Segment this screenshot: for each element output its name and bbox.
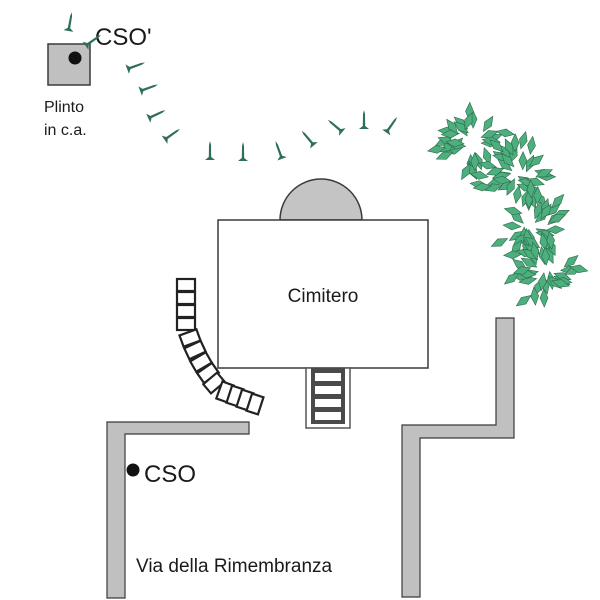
tree-picket bbox=[63, 12, 74, 32]
tree-picket bbox=[161, 128, 181, 144]
cso-prime-point bbox=[68, 51, 82, 65]
apse bbox=[279, 178, 363, 221]
stair-step bbox=[175, 277, 197, 293]
hedge-cluster bbox=[502, 227, 589, 308]
hedge-cluster bbox=[469, 130, 557, 210]
left-wall bbox=[106, 421, 250, 599]
right-wall bbox=[401, 317, 515, 598]
cso-point bbox=[126, 463, 140, 477]
plinth-label-line2: in c.a. bbox=[44, 122, 87, 139]
tree-picket bbox=[82, 34, 102, 50]
tree-picket bbox=[238, 142, 248, 161]
tree-picket bbox=[301, 130, 318, 149]
stair-step bbox=[182, 339, 208, 361]
hedge-cluster bbox=[427, 101, 515, 181]
plinth-block bbox=[47, 43, 91, 86]
cemetery-building bbox=[217, 219, 429, 369]
street-label: Via della Rimembranza bbox=[136, 556, 333, 577]
tree-picket bbox=[205, 141, 215, 160]
cemetery-label: Cimitero bbox=[288, 286, 359, 307]
front-stair bbox=[305, 367, 351, 429]
curved-stair bbox=[175, 277, 265, 416]
tree-picket bbox=[125, 62, 146, 74]
stair-step bbox=[175, 316, 197, 332]
stair-step bbox=[201, 371, 227, 395]
cso-prime-label: CSO' bbox=[95, 24, 152, 51]
stair-step bbox=[175, 303, 197, 319]
tree-picket bbox=[146, 110, 166, 123]
hedge bbox=[427, 101, 589, 308]
cso-label: CSO bbox=[144, 461, 196, 488]
stair-step bbox=[245, 392, 265, 416]
stair-step bbox=[175, 290, 197, 306]
tree-row bbox=[63, 12, 398, 161]
tree-picket bbox=[327, 119, 346, 136]
plinth-label-line1: Plinto bbox=[44, 99, 84, 116]
tree-picket bbox=[382, 116, 398, 136]
tree-picket bbox=[359, 110, 369, 129]
tree-picket bbox=[138, 84, 159, 96]
tree-picket bbox=[275, 140, 287, 161]
